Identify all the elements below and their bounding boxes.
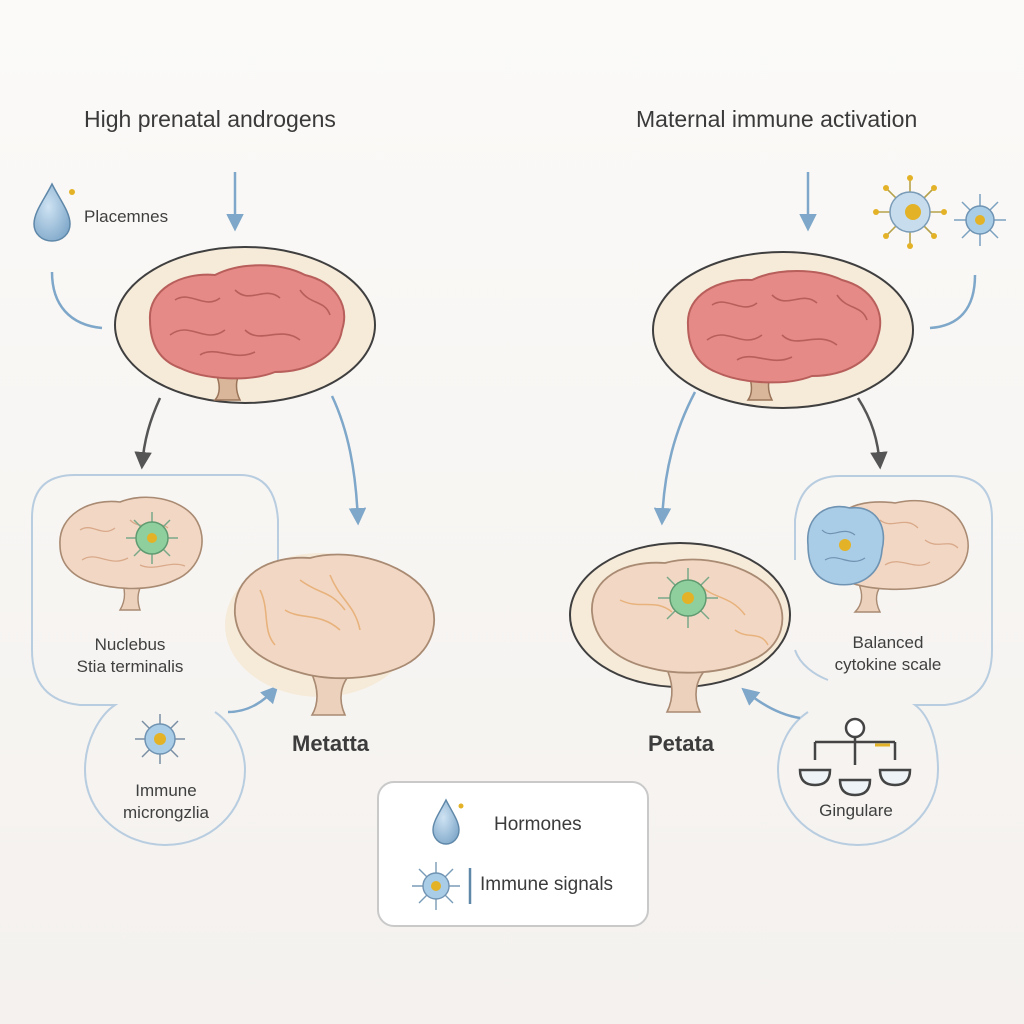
brain-cytokine-right	[807, 499, 969, 613]
nucleus-label-line1: Nuclebus	[94, 635, 166, 654]
immune-cell-large-icon	[873, 175, 947, 249]
hormone-drop-icon	[33, 182, 75, 242]
outcome-right: Petata	[648, 731, 715, 756]
microglia-label-line1: Immune	[135, 781, 197, 800]
brain-oval-top-right	[652, 251, 914, 409]
virus-green-icon	[126, 512, 178, 564]
arrow-microglia-to-metatta	[227, 685, 279, 714]
legend-hormone-drop-icon	[432, 798, 464, 845]
arrow-to-nucleus	[134, 397, 162, 470]
cytokine-label-line2: cytokine scale	[834, 655, 942, 674]
balance-scale-icon	[798, 717, 912, 797]
legend-immune-label: Immune signals	[480, 874, 614, 895]
hormone-label: Placemnes	[84, 207, 169, 226]
outcome-left: Metatta	[292, 731, 370, 756]
arrow-to-petata	[653, 391, 697, 526]
connector-curve-left	[50, 271, 103, 330]
title-left: High prenatal androgens	[84, 106, 336, 132]
cytokine-label-line1: Balanced	[852, 633, 924, 652]
nucleus-label-line2: Stia terminalis	[76, 657, 184, 676]
title-right: Maternal immune activation	[636, 106, 918, 132]
brain-petata	[569, 542, 791, 713]
legend-hormones-label: Hormones	[494, 814, 582, 835]
arrow-scale-to-petata	[741, 687, 801, 720]
immune-cell-small-icon	[954, 194, 1006, 246]
legend-box	[377, 781, 649, 927]
virus-green-right-icon	[658, 568, 718, 628]
brain-metatta	[225, 553, 436, 716]
brain-oval-top-left	[114, 246, 376, 404]
microglia-label-line2: microngzlia	[123, 803, 209, 822]
legend-immune-virus-icon	[412, 862, 472, 910]
connector-curve-right	[929, 274, 977, 330]
arrow-to-cytokine	[856, 397, 888, 470]
cingulate-label: Gingulare	[819, 801, 893, 820]
arrow-to-metatta	[330, 395, 367, 526]
panel-right	[776, 475, 993, 847]
brain-nucleus-left	[59, 496, 203, 611]
panel-left	[31, 474, 247, 847]
microglia-virus-icon	[135, 714, 185, 764]
